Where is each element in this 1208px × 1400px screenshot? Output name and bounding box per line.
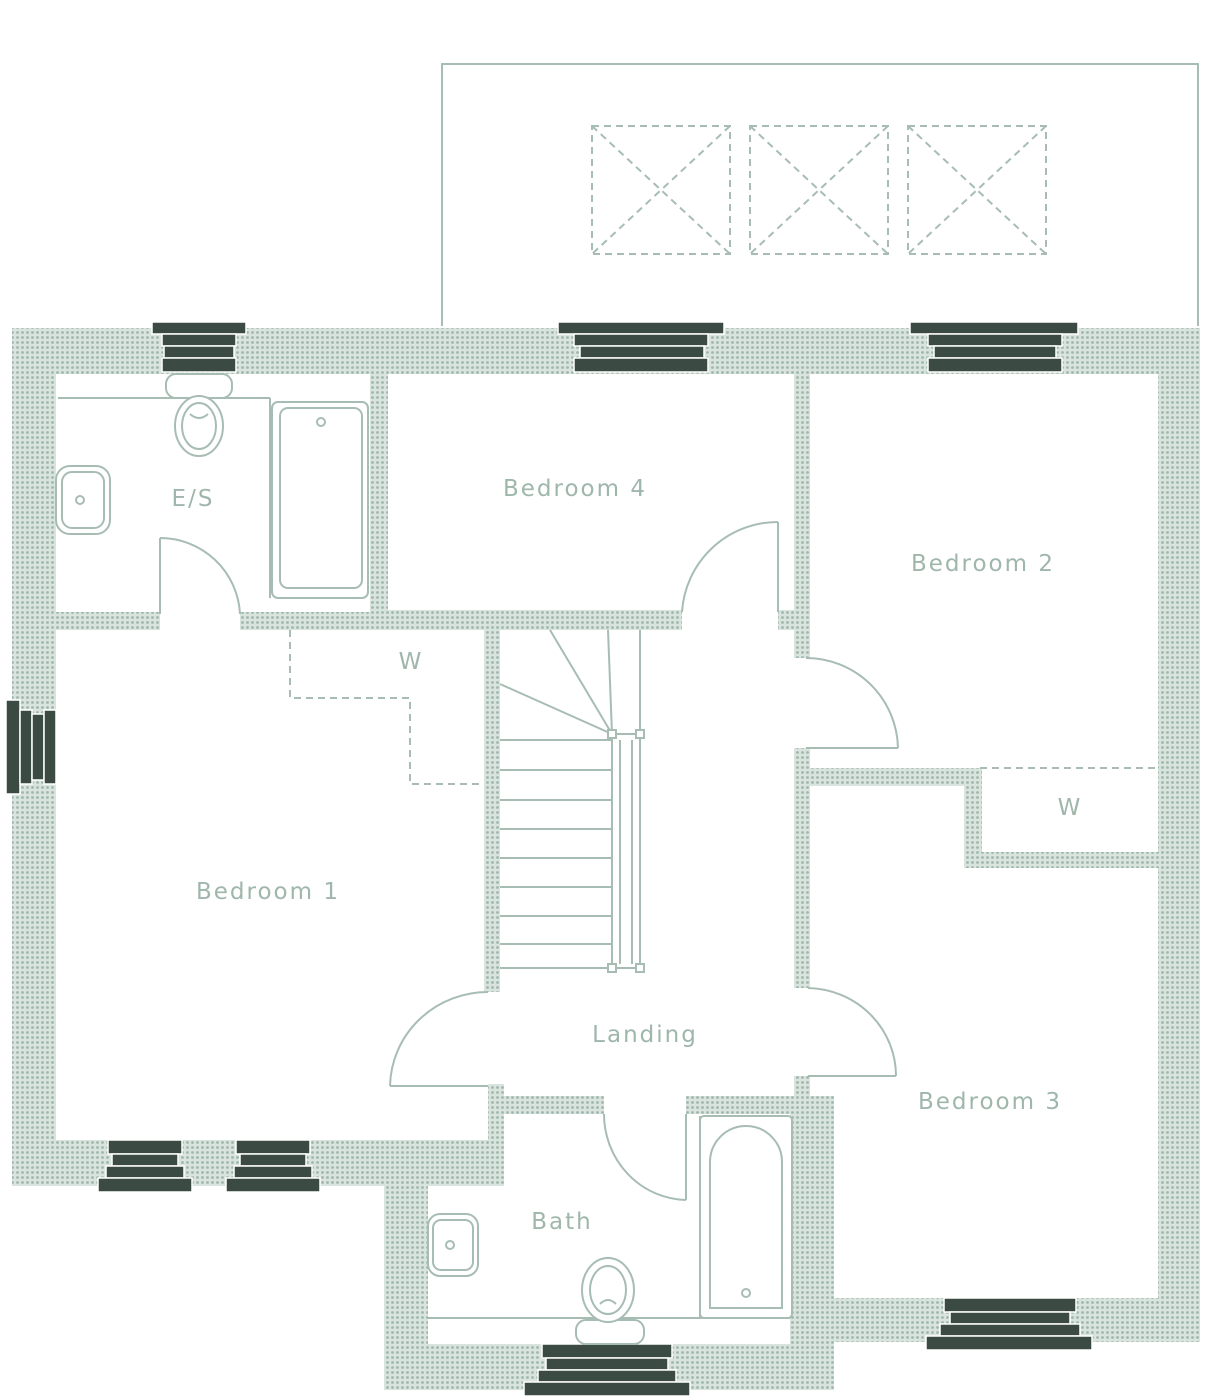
wall-bath-right [790, 1096, 834, 1390]
room-label-bedroom2: Bedroom 2 [911, 551, 1055, 577]
wall-landing-right [794, 748, 810, 988]
door-bedroom1[interactable] [389, 991, 489, 1087]
wardrobe-outline-bedroom1 [289, 630, 484, 785]
wall-stair-left [484, 612, 500, 992]
window-icon [151, 321, 247, 373]
wall-bath-notch [384, 1158, 504, 1186]
wall-es-bottom-a [56, 612, 160, 630]
window-icon [557, 321, 725, 373]
door-bedroom2[interactable] [805, 657, 899, 749]
windows [5, 321, 1093, 1397]
bathtub-icon [699, 1115, 793, 1319]
room-label-bath: Bath [531, 1209, 592, 1235]
basin-icon [55, 465, 111, 535]
balcony-outline [441, 63, 1199, 326]
basin-icon [427, 1213, 479, 1277]
toilet-icon [165, 373, 233, 457]
room-label-wardrobe-bedroom1: W [399, 649, 424, 675]
wall-bed2-w-bottom [964, 852, 1158, 868]
wall-bath-top-right [686, 1096, 796, 1114]
fixtures [55, 373, 793, 1345]
window-icon [523, 1343, 691, 1397]
room-label-wardrobe-bedroom2: W [1058, 795, 1083, 821]
room-label-bedroom3: Bedroom 3 [918, 1089, 1062, 1115]
wall-landing-lower-left [488, 1084, 504, 1174]
window-icon [5, 699, 57, 795]
wall-bath-top-left [488, 1096, 604, 1114]
rooflight-icon [749, 125, 889, 255]
wall-bed4-bed2 [794, 374, 810, 658]
window-icon [225, 1139, 321, 1193]
room-labels: E/S Bedroom 4 Bedroom 2 W W Bedroom 1 La… [172, 476, 1083, 1235]
doors [159, 520, 899, 1201]
bathtub-icon [271, 401, 369, 599]
window-icon [97, 1139, 193, 1193]
wall-es-bed4 [370, 374, 388, 630]
door-bedroom3[interactable] [807, 987, 897, 1077]
window-icon [909, 321, 1079, 373]
door-bath[interactable] [603, 1113, 687, 1201]
wall-bed2-bed3 [794, 768, 980, 786]
balcony [441, 63, 1199, 326]
window-icon [925, 1297, 1093, 1351]
wall-landing-lower-right [794, 1076, 810, 1100]
room-label-landing: Landing [592, 1022, 698, 1048]
door-es[interactable] [159, 536, 241, 615]
door-bedroom4[interactable] [681, 520, 779, 613]
rooflight-icon [907, 125, 1047, 255]
wall-bed4-bottom-a [370, 610, 682, 630]
room-label-bedroom1: Bedroom 1 [196, 879, 340, 905]
room-label-es: E/S [172, 486, 215, 512]
wall-bed2-w-left [964, 768, 982, 868]
rooflight-icon [591, 125, 731, 255]
room-label-bedroom4: Bedroom 4 [503, 476, 647, 502]
wall-right [1158, 328, 1200, 1342]
toilet-icon [575, 1257, 645, 1345]
staircase [499, 629, 645, 973]
wardrobes [289, 630, 1158, 785]
